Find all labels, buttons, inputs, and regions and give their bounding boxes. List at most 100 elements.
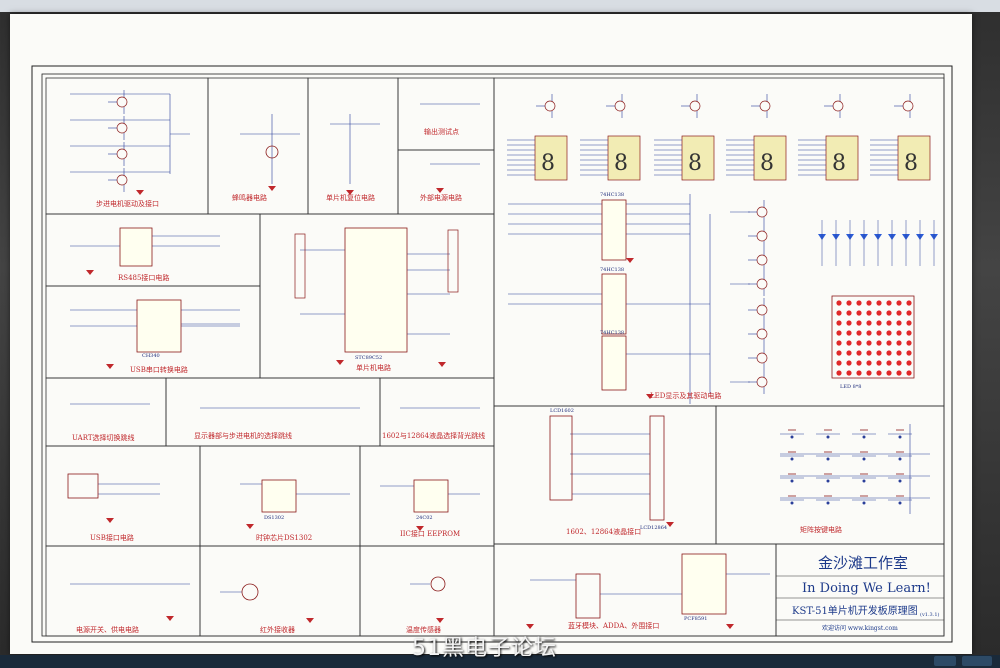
led-matrix: LED 8*8 [831, 295, 915, 390]
temp-sensor-symbol [430, 576, 446, 592]
led-row-transistor [748, 248, 768, 272]
stepper-transistors [108, 90, 128, 192]
matrix-led [836, 360, 842, 366]
matrix-led [856, 300, 862, 306]
matrix-key [816, 429, 840, 439]
section-captions: 步进电机驱动及接口 蜂鸣器电路 单片机复位电路 输出测试点 外部电源电路 RS4… [72, 127, 842, 634]
matrix-key [852, 451, 876, 461]
matrix-led [876, 330, 882, 336]
ground-symbols [86, 186, 734, 629]
svg-text:8: 8 [614, 151, 628, 176]
digit-driver-transistors [536, 94, 914, 118]
matrix-led [886, 370, 892, 376]
caption-testpoint: 输出测试点 [424, 127, 459, 136]
taskbar [0, 655, 1000, 668]
ground-arrow [306, 618, 314, 623]
matrix-led [906, 360, 912, 366]
matrix-led [856, 340, 862, 346]
matrix-led [896, 300, 902, 306]
studio-name: 金沙滩工作室 [818, 554, 908, 572]
matrix-led [906, 320, 912, 326]
matrix-key [816, 495, 840, 505]
ground-arrow [436, 618, 444, 623]
decoder-a-label: 74HC138 [600, 192, 624, 198]
matrix-key [852, 429, 876, 439]
svg-text:8: 8 [832, 151, 846, 176]
matrix-led [876, 320, 882, 326]
matrix-led [856, 360, 862, 366]
led-row-transistor [748, 298, 768, 322]
matrix-led [866, 350, 872, 356]
window-top-bar [0, 0, 1000, 12]
ground-arrow [106, 364, 114, 369]
caption-led: LED显示及其驱动电路 [650, 391, 721, 400]
caption-adda: 蓝牙模块、ADDA、外围接口 [568, 621, 659, 630]
matrix-led [876, 360, 882, 366]
led-row-transistor [748, 200, 768, 224]
stepper-transistor [108, 142, 128, 166]
taskbar-app-icon[interactable] [934, 656, 956, 666]
digit-transistor [894, 94, 914, 118]
caption-buzzer: 蜂鸣器电路 [232, 193, 267, 202]
svg-text:8: 8 [904, 151, 918, 176]
rtc-label: DS1302 [264, 515, 284, 521]
caption-reset: 单片机复位电路 [326, 193, 375, 202]
adc-chip: PCF8591 [681, 553, 727, 622]
led-row-transistor [748, 272, 768, 296]
matrix-led [866, 310, 872, 316]
matrix-led [836, 340, 842, 346]
version: (v1.3.1) [920, 611, 939, 618]
site-link: 欢迎访问 www.kingst.com [822, 624, 898, 632]
inner-border [41, 73, 945, 637]
matrix-key [888, 451, 912, 461]
ground-arrow [646, 394, 654, 399]
decoder-b-label: 74HC138 [600, 267, 624, 273]
matrix-led [896, 340, 902, 346]
ground-arrow [626, 258, 634, 263]
matrix-led [846, 360, 852, 366]
caption-rs485: RS485接口电路 [118, 273, 169, 282]
matrix-led [896, 320, 902, 326]
matrix-led [886, 320, 892, 326]
caption-mcu: 单片机电路 [356, 363, 391, 372]
usb-chip-label: CH340 [142, 353, 160, 359]
matrix-led [906, 330, 912, 336]
ground-arrow [336, 360, 344, 365]
rs485-chip [119, 227, 153, 267]
matrix-led [886, 360, 892, 366]
eeprom-chip: 24C02 [413, 479, 449, 521]
caption-jumper: 显示器部与步进电机的选择跳线 [194, 431, 292, 440]
svg-text:8: 8 [760, 151, 774, 176]
matrix-key [816, 473, 840, 483]
stepper-transistor [108, 116, 128, 140]
matrix-led [836, 300, 842, 306]
title-block: 金沙滩工作室 In Doing We Learn! KST-51单片机开发板原理… [776, 554, 944, 632]
matrix-key [852, 495, 876, 505]
mcu-chip: STC89C52 [344, 227, 408, 361]
matrix-led [836, 350, 842, 356]
ground-arrow [526, 624, 534, 629]
svg-text:8: 8 [688, 151, 702, 176]
led-row-transistor [748, 224, 768, 248]
indicator-led [916, 220, 924, 266]
watermark: 51黑电子论坛 [412, 636, 557, 661]
ground-arrow [346, 190, 354, 195]
matrix-led [866, 320, 872, 326]
matrix-led [836, 320, 842, 326]
matrix-led [876, 310, 882, 316]
matrix-led [896, 370, 902, 376]
caption-lcd: 1602、12864液晶接口 [566, 527, 641, 536]
matrix-led [906, 350, 912, 356]
caption-usbport: USB接口电路 [90, 533, 134, 542]
matrix-led [856, 330, 862, 336]
matrix-led [856, 310, 862, 316]
led-matrix-label: LED 8*8 [840, 384, 861, 390]
bluetooth-header [575, 573, 601, 619]
rtc-chip: DS1302 [261, 479, 297, 521]
indicator-led [874, 220, 882, 266]
ground-arrow [666, 522, 674, 527]
matrix-key [780, 473, 804, 483]
led-row-transistor [748, 346, 768, 370]
taskbar-tray-icon[interactable] [962, 656, 992, 666]
